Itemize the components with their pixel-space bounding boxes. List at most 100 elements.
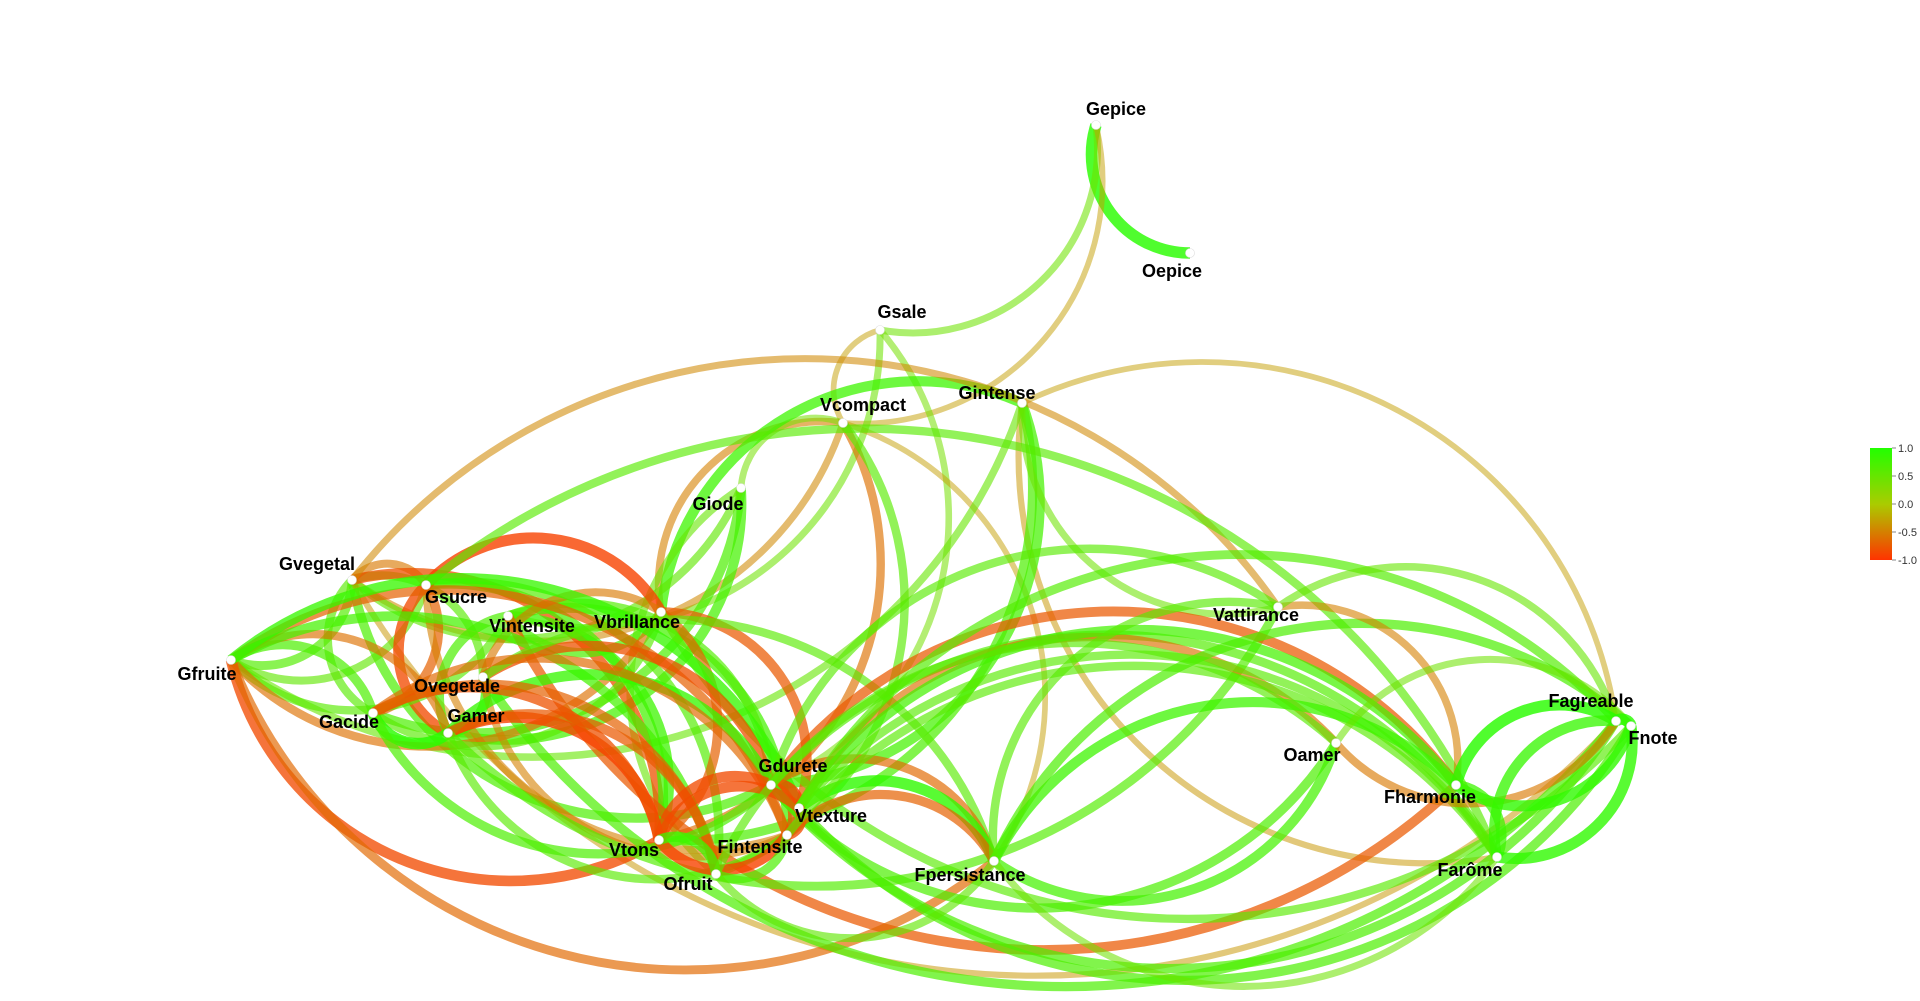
node-label-Vtexture: Vtexture bbox=[795, 806, 867, 826]
node-Gsale bbox=[875, 325, 885, 335]
node-label-Oepice: Oepice bbox=[1142, 261, 1202, 281]
node-label-Vintensite: Vintensite bbox=[489, 616, 575, 636]
edge-Gintense-Gfruite bbox=[228, 401, 1026, 761]
edge-Ovegetale-Fagreable bbox=[479, 674, 1620, 992]
node-label-Ofruit: Ofruit bbox=[664, 874, 713, 894]
edge-Vintensite-Vtons bbox=[507, 610, 674, 842]
node-label-Fpersistance: Fpersistance bbox=[914, 865, 1025, 885]
legend-color-bar bbox=[1870, 448, 1892, 560]
node-label-Gdurete: Gdurete bbox=[758, 756, 827, 776]
edge-Ofruit-Oamer bbox=[712, 638, 1339, 876]
node-dot-layer bbox=[226, 120, 1636, 879]
node-label-Vattirance: Vattirance bbox=[1213, 605, 1299, 625]
color-legend: 1.0 0.5 0.0 -0.5 -1.0 bbox=[1870, 443, 1917, 567]
node-Vattirance bbox=[1273, 602, 1283, 612]
edge-Ovegetale-Fpersistance bbox=[480, 615, 999, 863]
node-Vtons bbox=[654, 835, 664, 845]
edge-Fpersistance-Fharmonie bbox=[989, 696, 1460, 864]
node-label-Gsucre: Gsucre bbox=[425, 587, 487, 607]
node-label-Fagreable: Fagreable bbox=[1548, 691, 1633, 711]
node-label-Fnote: Fnote bbox=[1629, 728, 1678, 748]
legend-tick-label: -1.0 bbox=[1898, 555, 1917, 567]
edge-Farôme-Fagreable bbox=[1489, 715, 1617, 859]
node-label-layer: GepiceOepiceGsaleVcompactGintenseGiodeGv… bbox=[177, 99, 1677, 894]
edge-Fintensite-Fpersistance bbox=[783, 789, 999, 864]
node-Vtexture bbox=[794, 803, 804, 813]
node-label-Gsale: Gsale bbox=[877, 302, 926, 322]
node-label-Giode: Giode bbox=[692, 494, 743, 514]
node-Ovegetale bbox=[478, 672, 488, 682]
edge-Fintensite-Farôme bbox=[783, 661, 1501, 860]
edge-Gintense-Fagreable bbox=[1020, 359, 1619, 722]
edge-Gintense-Farôme bbox=[1015, 402, 1498, 867]
edge-Vtons-Fintensite bbox=[654, 831, 792, 876]
node-Fnote bbox=[1626, 721, 1636, 731]
node-label-Gfruite: Gfruite bbox=[177, 664, 236, 684]
node-label-Vtons: Vtons bbox=[609, 840, 659, 860]
legend-tick-label: 0.5 bbox=[1898, 471, 1913, 483]
node-Fagreable bbox=[1611, 716, 1621, 726]
node-label-Gamer: Gamer bbox=[447, 706, 504, 726]
edge-Gacide-Gdurete bbox=[368, 710, 775, 859]
edge-Gintense-Vtons bbox=[658, 401, 1038, 846]
node-label-Gepice: Gepice bbox=[1086, 99, 1146, 119]
edge-Fharmonie-Fagreable bbox=[1450, 699, 1620, 787]
edge-Vattirance-Fagreable bbox=[1275, 563, 1620, 723]
node-label-Gintense: Gintense bbox=[958, 383, 1035, 403]
node-label-Vcompact: Vcompact bbox=[820, 395, 906, 415]
edge-Gsale-Vcompact bbox=[830, 327, 881, 425]
node-Giode bbox=[736, 483, 746, 493]
node-label-Gacide: Gacide bbox=[319, 712, 379, 732]
edge-Gepice-Oepice bbox=[1085, 123, 1191, 259]
node-Gamer bbox=[443, 728, 453, 738]
node-Fintensite bbox=[782, 830, 792, 840]
node-Vcompact bbox=[838, 418, 848, 428]
node-Vintensite bbox=[503, 611, 513, 621]
node-label-Ovegetale: Ovegetale bbox=[414, 676, 500, 696]
node-Vbrillance bbox=[656, 607, 666, 617]
edge-layer bbox=[225, 123, 1638, 992]
legend-tick-label: 1.0 bbox=[1898, 443, 1913, 455]
edge-Fpersistance-Vattirance bbox=[988, 597, 1279, 862]
edge-Gintense-Vattirance bbox=[1018, 402, 1279, 618]
edge-Vattirance-Fharmonie bbox=[1277, 601, 1462, 786]
node-Farôme bbox=[1492, 852, 1502, 862]
edge-Gacide-Ofruit bbox=[370, 679, 721, 875]
edge-Gepice-Vcompact bbox=[842, 124, 1106, 427]
edge-Gvegetal-Vattirance bbox=[349, 355, 1281, 609]
node-label-Oamer: Oamer bbox=[1283, 745, 1340, 765]
node-Ofruit bbox=[711, 869, 721, 879]
edge-Gdurete-Vattirance bbox=[766, 544, 1281, 787]
edge-Ofruit-Fpersistance bbox=[712, 858, 998, 943]
node-Gepice bbox=[1091, 120, 1101, 130]
node-label-Vbrillance: Vbrillance bbox=[594, 612, 680, 632]
node-Fpersistance bbox=[989, 856, 999, 866]
legend-tick-label: 0.0 bbox=[1898, 499, 1913, 511]
node-label-Fintensite: Fintensite bbox=[717, 837, 802, 857]
node-Gintense bbox=[1017, 398, 1027, 408]
edge-Fintensite-Ofruit bbox=[714, 834, 792, 884]
legend-tick-label: -0.5 bbox=[1898, 527, 1917, 539]
edge-Vtexture-Fnote bbox=[795, 723, 1635, 985]
edge-Fpersistance-Oamer bbox=[991, 741, 1341, 906]
edge-Gacide-Fintensite bbox=[370, 653, 792, 837]
node-label-Fharmonie: Fharmonie bbox=[1384, 787, 1476, 807]
edge-Vtexture-Fagreable bbox=[795, 550, 1620, 811]
node-Gdurete bbox=[766, 780, 776, 790]
node-Gacide bbox=[368, 708, 378, 718]
edge-Farôme-Fnote bbox=[1496, 725, 1638, 865]
edge-Fpersistance-Farôme bbox=[991, 854, 1500, 990]
edge-Oamer-Fnote bbox=[1333, 656, 1634, 745]
edge-Vtexture-Vtons bbox=[654, 781, 803, 843]
edge-Vtons-Ofruit bbox=[657, 831, 722, 875]
node-Gvegetal bbox=[347, 575, 357, 585]
node-Gsucre bbox=[421, 580, 431, 590]
node-Gfruite bbox=[226, 655, 236, 665]
edge-Vbrillance-Ovegetale bbox=[479, 588, 664, 679]
node-Oepice bbox=[1185, 248, 1195, 258]
node-Oamer bbox=[1331, 738, 1341, 748]
edge-Vbrillance-Gacide bbox=[370, 610, 666, 751]
edge-Vintensite-Fharmonie bbox=[503, 613, 1460, 955]
node-Fharmonie bbox=[1451, 780, 1461, 790]
